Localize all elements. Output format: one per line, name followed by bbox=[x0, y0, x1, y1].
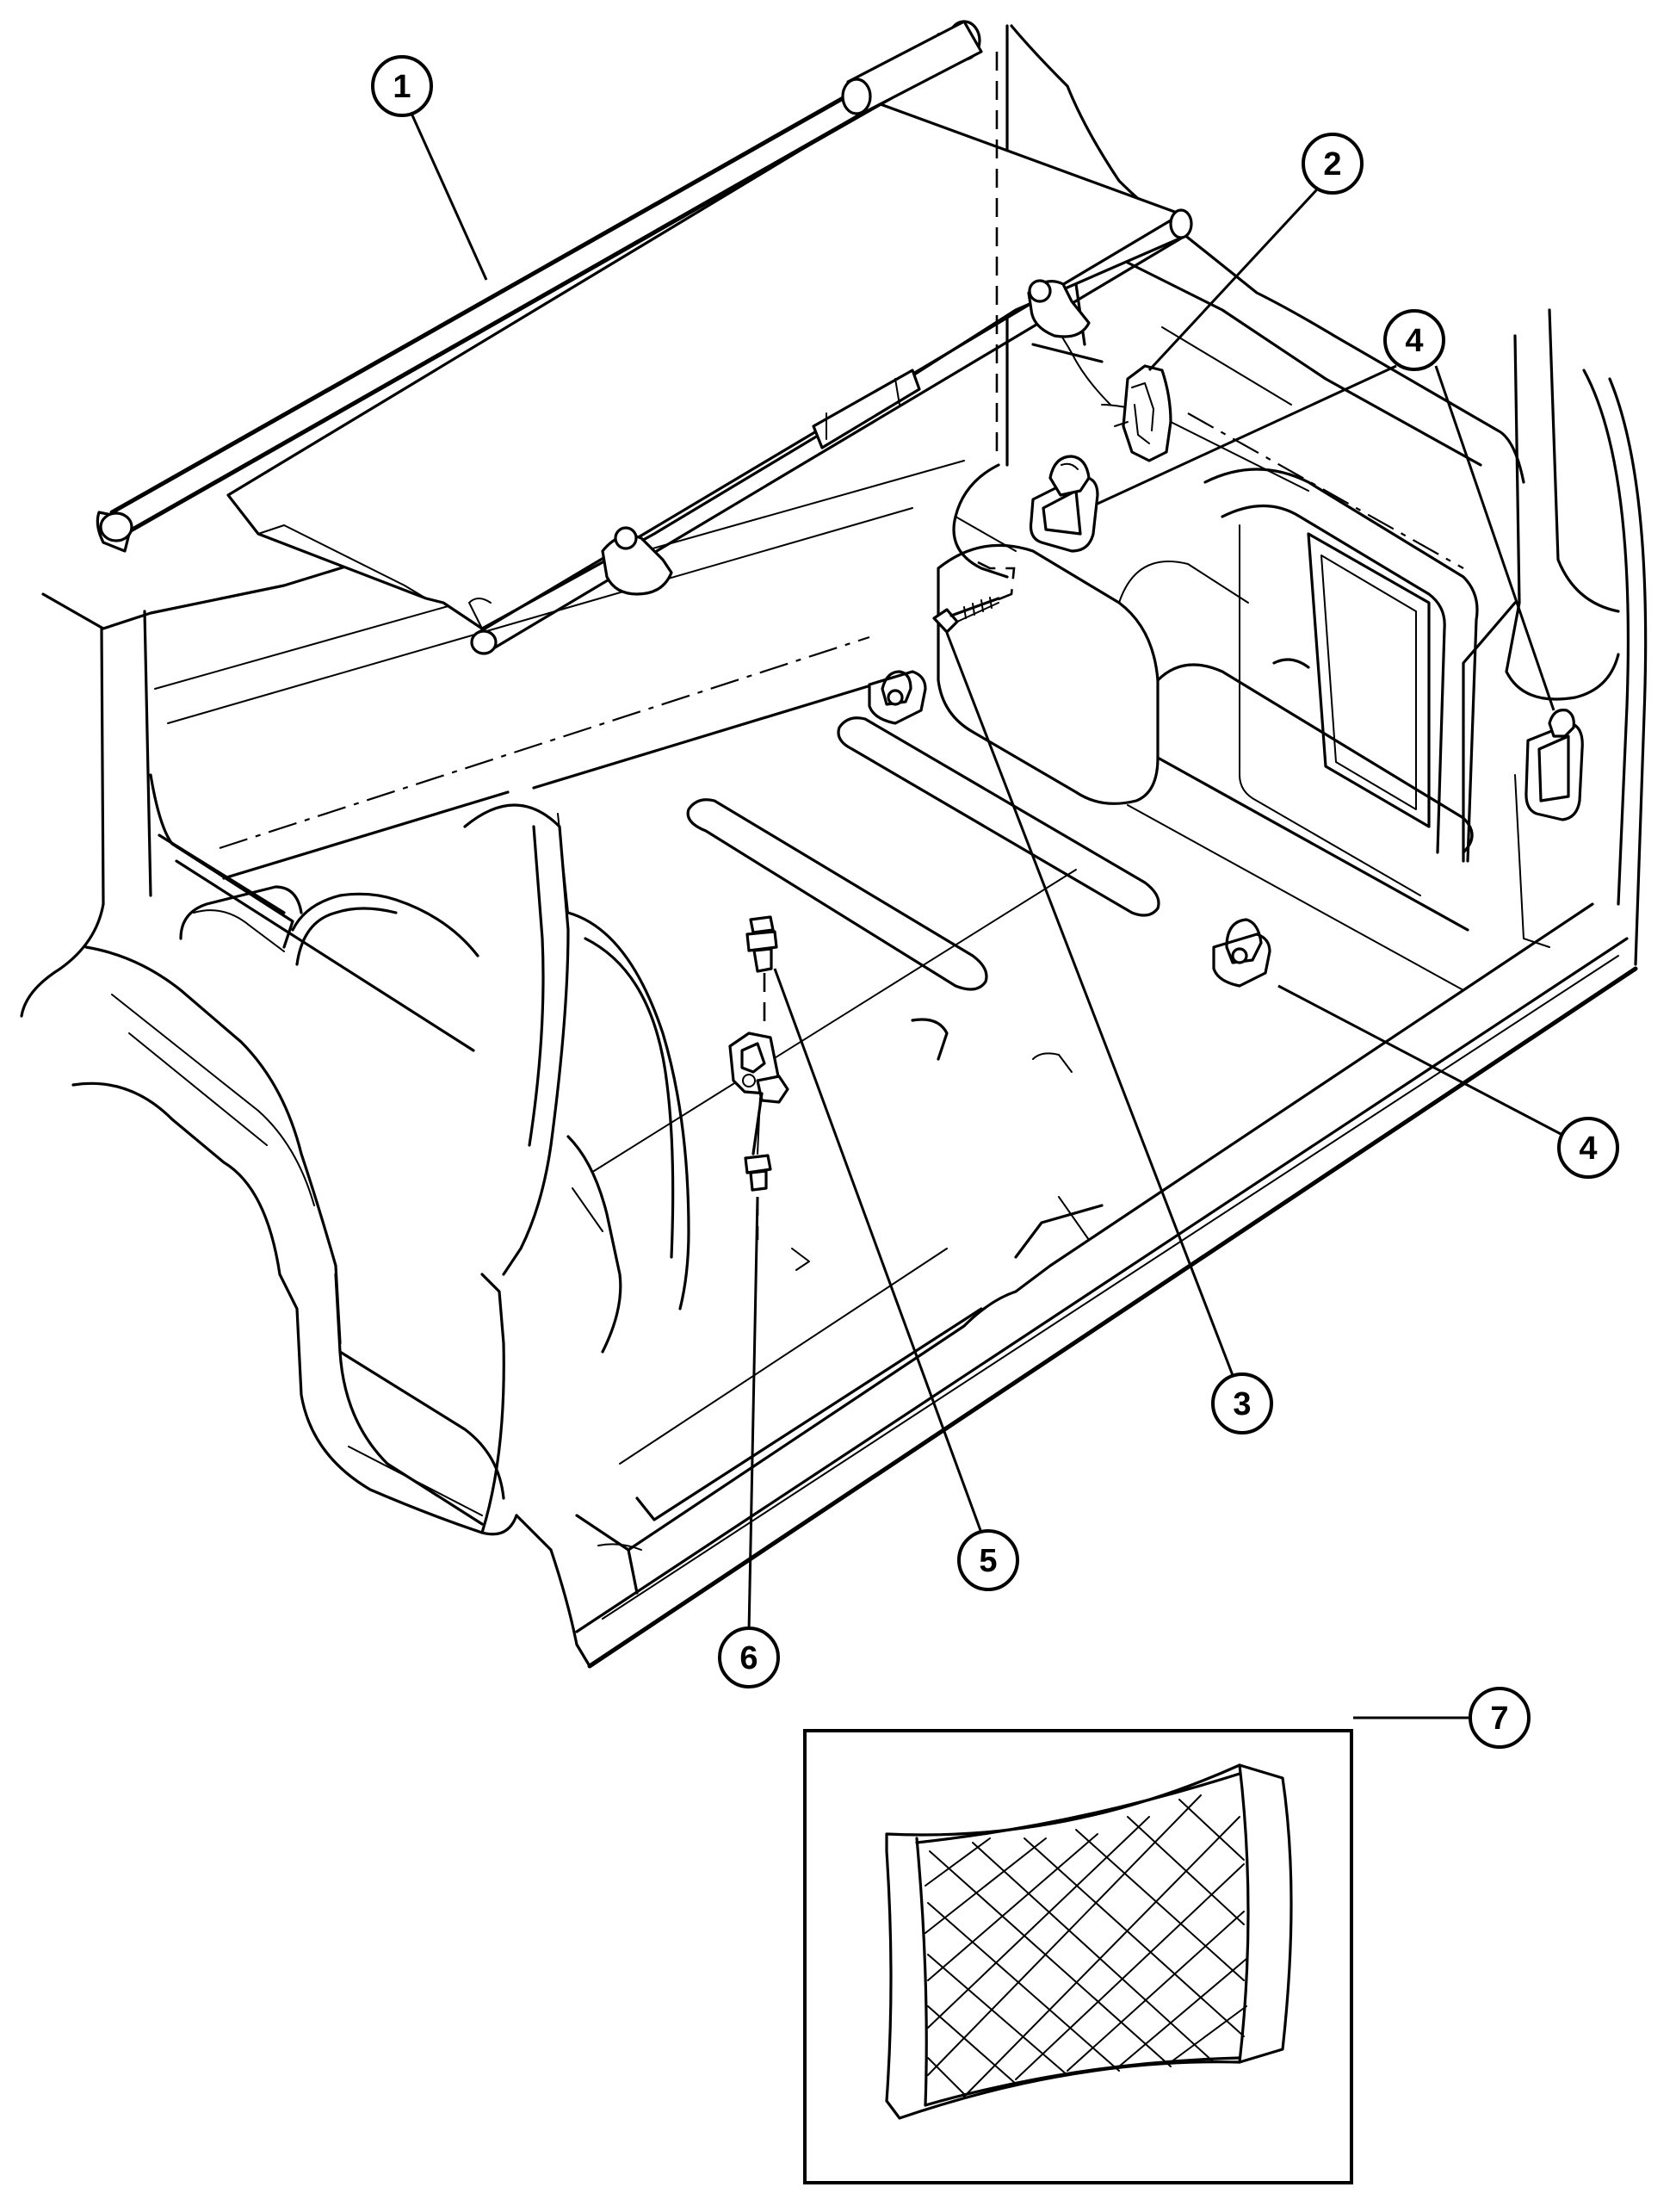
callout-2-label: 2 bbox=[1323, 146, 1341, 183]
leader-lines bbox=[407, 107, 1563, 1719]
callout-2: 2 bbox=[1302, 133, 1364, 195]
callout-4-floor: 4 bbox=[1557, 1117, 1619, 1179]
callout-4-upper: 4 bbox=[1383, 309, 1445, 371]
callout-6-label: 6 bbox=[739, 1640, 758, 1676]
callout-4-floor-label: 4 bbox=[1579, 1131, 1597, 1167]
push-pin-lower bbox=[744, 1154, 772, 1240]
tie-down-loop-floor-right bbox=[1212, 918, 1271, 988]
cargo-net-hook bbox=[728, 1032, 789, 1156]
cargo-area-body bbox=[20, 24, 1648, 1669]
cargo-net-inset bbox=[803, 1729, 1353, 2184]
callout-1: 1 bbox=[371, 55, 433, 117]
screw bbox=[932, 558, 1016, 634]
push-pin-upper bbox=[745, 915, 778, 1029]
net-mesh bbox=[925, 1794, 1247, 2097]
callout-3: 3 bbox=[1211, 1372, 1273, 1434]
tie-down-loop-floor-left bbox=[868, 670, 927, 725]
callout-5: 5 bbox=[957, 1529, 1019, 1591]
callout-7-label: 7 bbox=[1490, 1701, 1508, 1737]
tie-down-loop-upper bbox=[1029, 455, 1099, 553]
cover-mounting-bracket bbox=[1114, 364, 1172, 462]
callout-5-label: 5 bbox=[979, 1543, 997, 1579]
callout-4-upper-label: 4 bbox=[1405, 323, 1423, 359]
callout-1-label: 1 bbox=[393, 69, 411, 105]
callout-3-label: 3 bbox=[1233, 1386, 1251, 1422]
callout-7: 7 bbox=[1469, 1687, 1531, 1749]
tie-down-loop-side bbox=[1524, 708, 1584, 821]
callout-6: 6 bbox=[718, 1626, 780, 1688]
cargo-cover bbox=[96, 20, 1193, 655]
